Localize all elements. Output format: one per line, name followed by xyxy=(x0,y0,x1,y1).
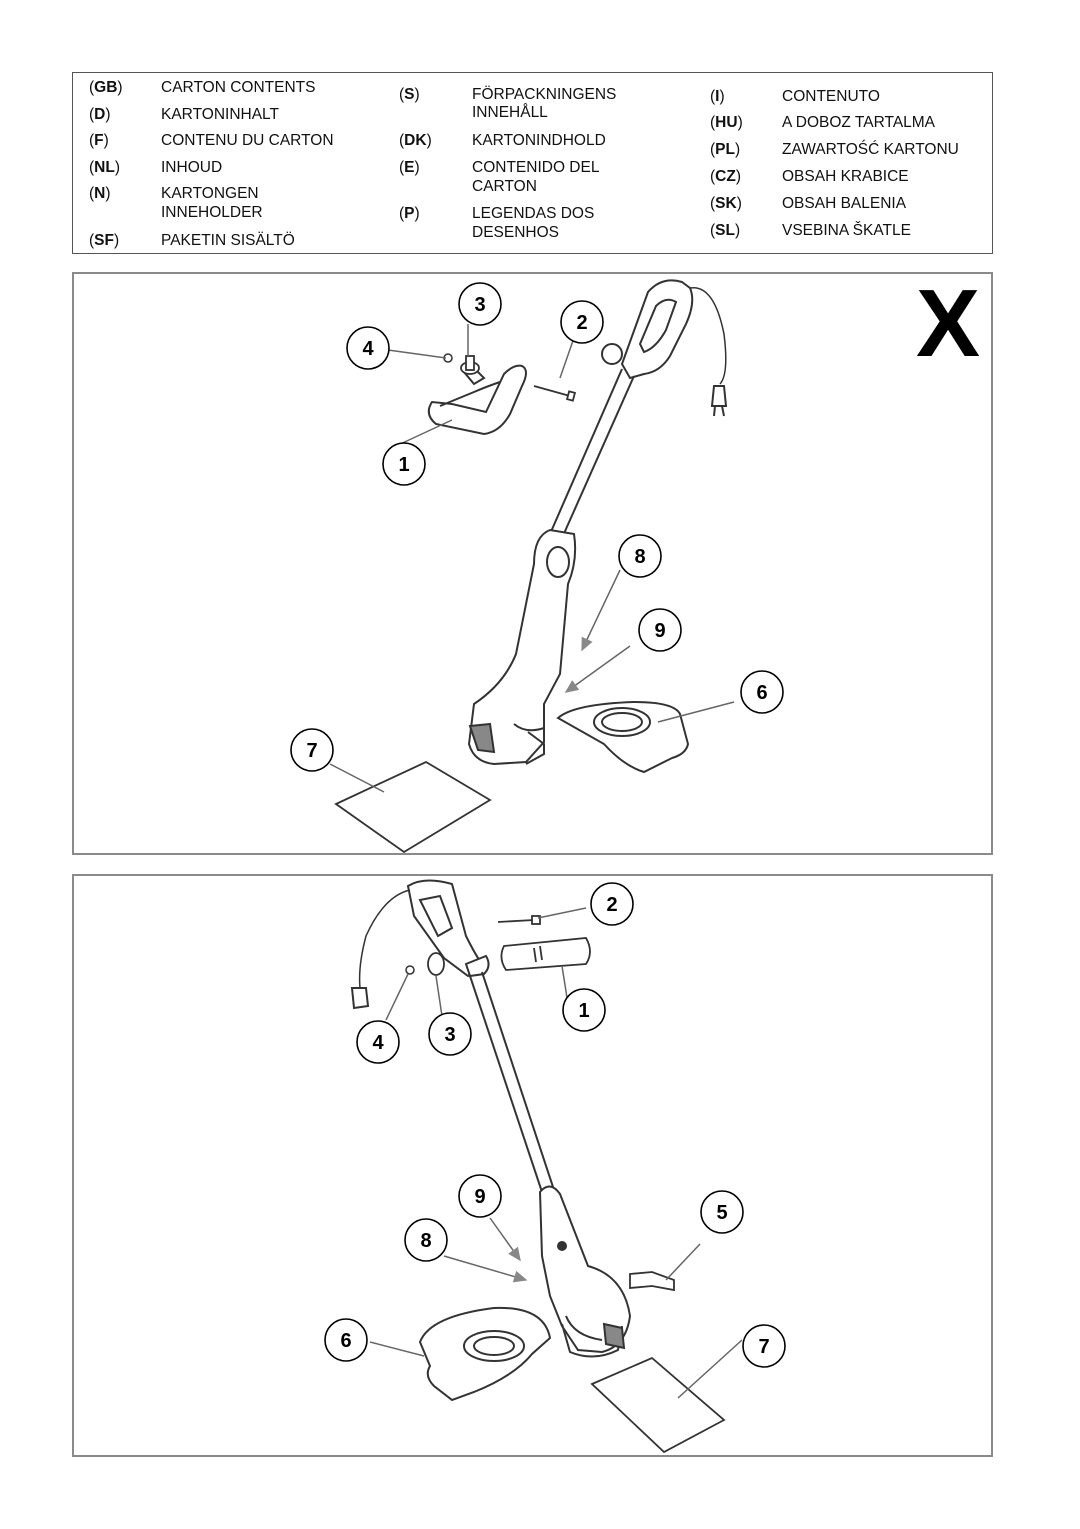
figure-panel-a: X xyxy=(72,270,993,855)
language-code: F xyxy=(94,132,104,149)
language-code: N xyxy=(94,185,106,202)
svg-text:7: 7 xyxy=(306,740,317,762)
callout-2: 2 xyxy=(590,882,634,926)
svg-text:4: 4 xyxy=(362,338,374,360)
callout-8: 8 xyxy=(404,1218,448,1262)
language-code: DK xyxy=(404,132,427,149)
callout-6: 6 xyxy=(740,670,784,714)
svg-text:4: 4 xyxy=(372,1032,384,1054)
legend-label: CONTENUTO xyxy=(782,88,880,105)
corner-mark: X xyxy=(916,274,980,377)
language-code: GB xyxy=(94,79,118,96)
language-code: D xyxy=(94,106,106,123)
nut-icon xyxy=(405,965,415,975)
svg-text:8: 8 xyxy=(634,546,645,568)
language-code: CZ xyxy=(715,168,736,185)
guard-icon xyxy=(418,1306,552,1402)
callout-1: 1 xyxy=(562,988,606,1032)
legend-label: INNEHOLDER xyxy=(161,204,263,221)
legend-label: FÖRPACKNINGENS xyxy=(472,86,617,103)
callout-9: 9 xyxy=(458,1174,502,1218)
legend-label: CONTENU DU CARTON xyxy=(161,132,334,149)
bolt-icon xyxy=(533,385,577,402)
guard-icon xyxy=(556,700,690,774)
callout-9: 9 xyxy=(638,608,682,652)
svg-text:3: 3 xyxy=(474,294,485,316)
legend-label: KARTONINDHOLD xyxy=(472,132,606,149)
leader-lines xyxy=(329,324,735,793)
svg-text:2: 2 xyxy=(576,312,587,334)
legend-table: (GB) CARTON CONTENTS (D) KARTONINHALT (F… xyxy=(72,72,993,254)
svg-text:7: 7 xyxy=(758,1336,769,1358)
language-code: P xyxy=(404,205,415,222)
figure-panel-b: 2 1 4 3 9 5 8 6 7 xyxy=(72,874,993,1457)
svg-text:1: 1 xyxy=(578,1000,589,1022)
callout-6: 6 xyxy=(324,1318,368,1362)
legend-label: INNEHÅLL xyxy=(472,104,548,121)
svg-text:6: 6 xyxy=(756,682,767,704)
callout-8: 8 xyxy=(618,534,662,578)
language-code: E xyxy=(404,159,415,176)
language-code: I xyxy=(715,88,720,105)
legend-label: CONTENIDO DEL xyxy=(472,159,600,176)
language-code: SL xyxy=(715,222,735,239)
trimmer-body-icon xyxy=(350,879,632,1358)
legend-label: CARTON CONTENTS xyxy=(161,79,316,96)
callout-4: 4 xyxy=(346,326,390,370)
callout-5: 5 xyxy=(700,1190,744,1234)
callout-7: 7 xyxy=(290,728,334,772)
svg-text:6: 6 xyxy=(340,1330,351,1352)
tube-icon xyxy=(500,937,591,971)
legend-label: OBSAH BALENIA xyxy=(782,195,907,212)
trimmer-illustration-a: X xyxy=(290,270,981,854)
language-code: S xyxy=(404,86,415,103)
svg-text:5: 5 xyxy=(716,1202,727,1224)
legend-label: VSEBINA ŠKATLE xyxy=(782,222,911,239)
bracket-icon xyxy=(629,1271,675,1292)
manual-sheet-icon xyxy=(590,1356,726,1454)
knob-icon xyxy=(427,952,445,976)
legend-label: PAKETIN SISÄLTÖ xyxy=(161,232,295,249)
knob-icon xyxy=(460,355,480,375)
legend-label: KARTONGEN xyxy=(161,185,259,202)
leader-lines xyxy=(369,907,743,1399)
legend-label: KARTONINHALT xyxy=(161,106,279,123)
language-code: HU xyxy=(715,114,738,131)
callout-2: 2 xyxy=(560,300,604,344)
bolt-icon xyxy=(497,915,541,925)
svg-text:2: 2 xyxy=(606,894,617,916)
callout-3: 3 xyxy=(458,282,502,326)
svg-text:9: 9 xyxy=(474,1186,485,1208)
trimmer-illustration-b: 2 1 4 3 9 5 8 6 7 xyxy=(324,879,786,1454)
legend-label: ZAWARTOŚĆ KARTONU xyxy=(782,141,959,158)
trimmer-handle-icon xyxy=(467,279,728,766)
svg-text:9: 9 xyxy=(654,620,665,642)
legend-label: CARTON xyxy=(472,178,537,195)
auxiliary-handle-icon xyxy=(427,364,527,436)
model-mark-icon: X xyxy=(915,270,981,377)
svg-text:8: 8 xyxy=(420,1230,431,1252)
legend-label: OBSAH KRABICE xyxy=(782,168,909,185)
legend-label: LEGENDAS DOS xyxy=(472,205,595,222)
svg-text:3: 3 xyxy=(444,1024,455,1046)
language-code: PL xyxy=(715,141,735,158)
language-code: SK xyxy=(715,195,737,212)
legend-label: INHOUD xyxy=(161,159,223,176)
svg-text:1: 1 xyxy=(398,454,409,476)
callout-4: 4 xyxy=(356,1020,400,1064)
callout-3: 3 xyxy=(428,1012,472,1056)
language-code: SF xyxy=(94,232,114,249)
legend-label: A DOBOZ TARTALMA xyxy=(782,114,936,131)
callout-7: 7 xyxy=(742,1324,786,1368)
legend-label: DESENHOS xyxy=(472,224,559,241)
language-code: NL xyxy=(94,159,115,176)
callout-1: 1 xyxy=(382,442,426,486)
manual-sheet-icon xyxy=(334,760,492,854)
